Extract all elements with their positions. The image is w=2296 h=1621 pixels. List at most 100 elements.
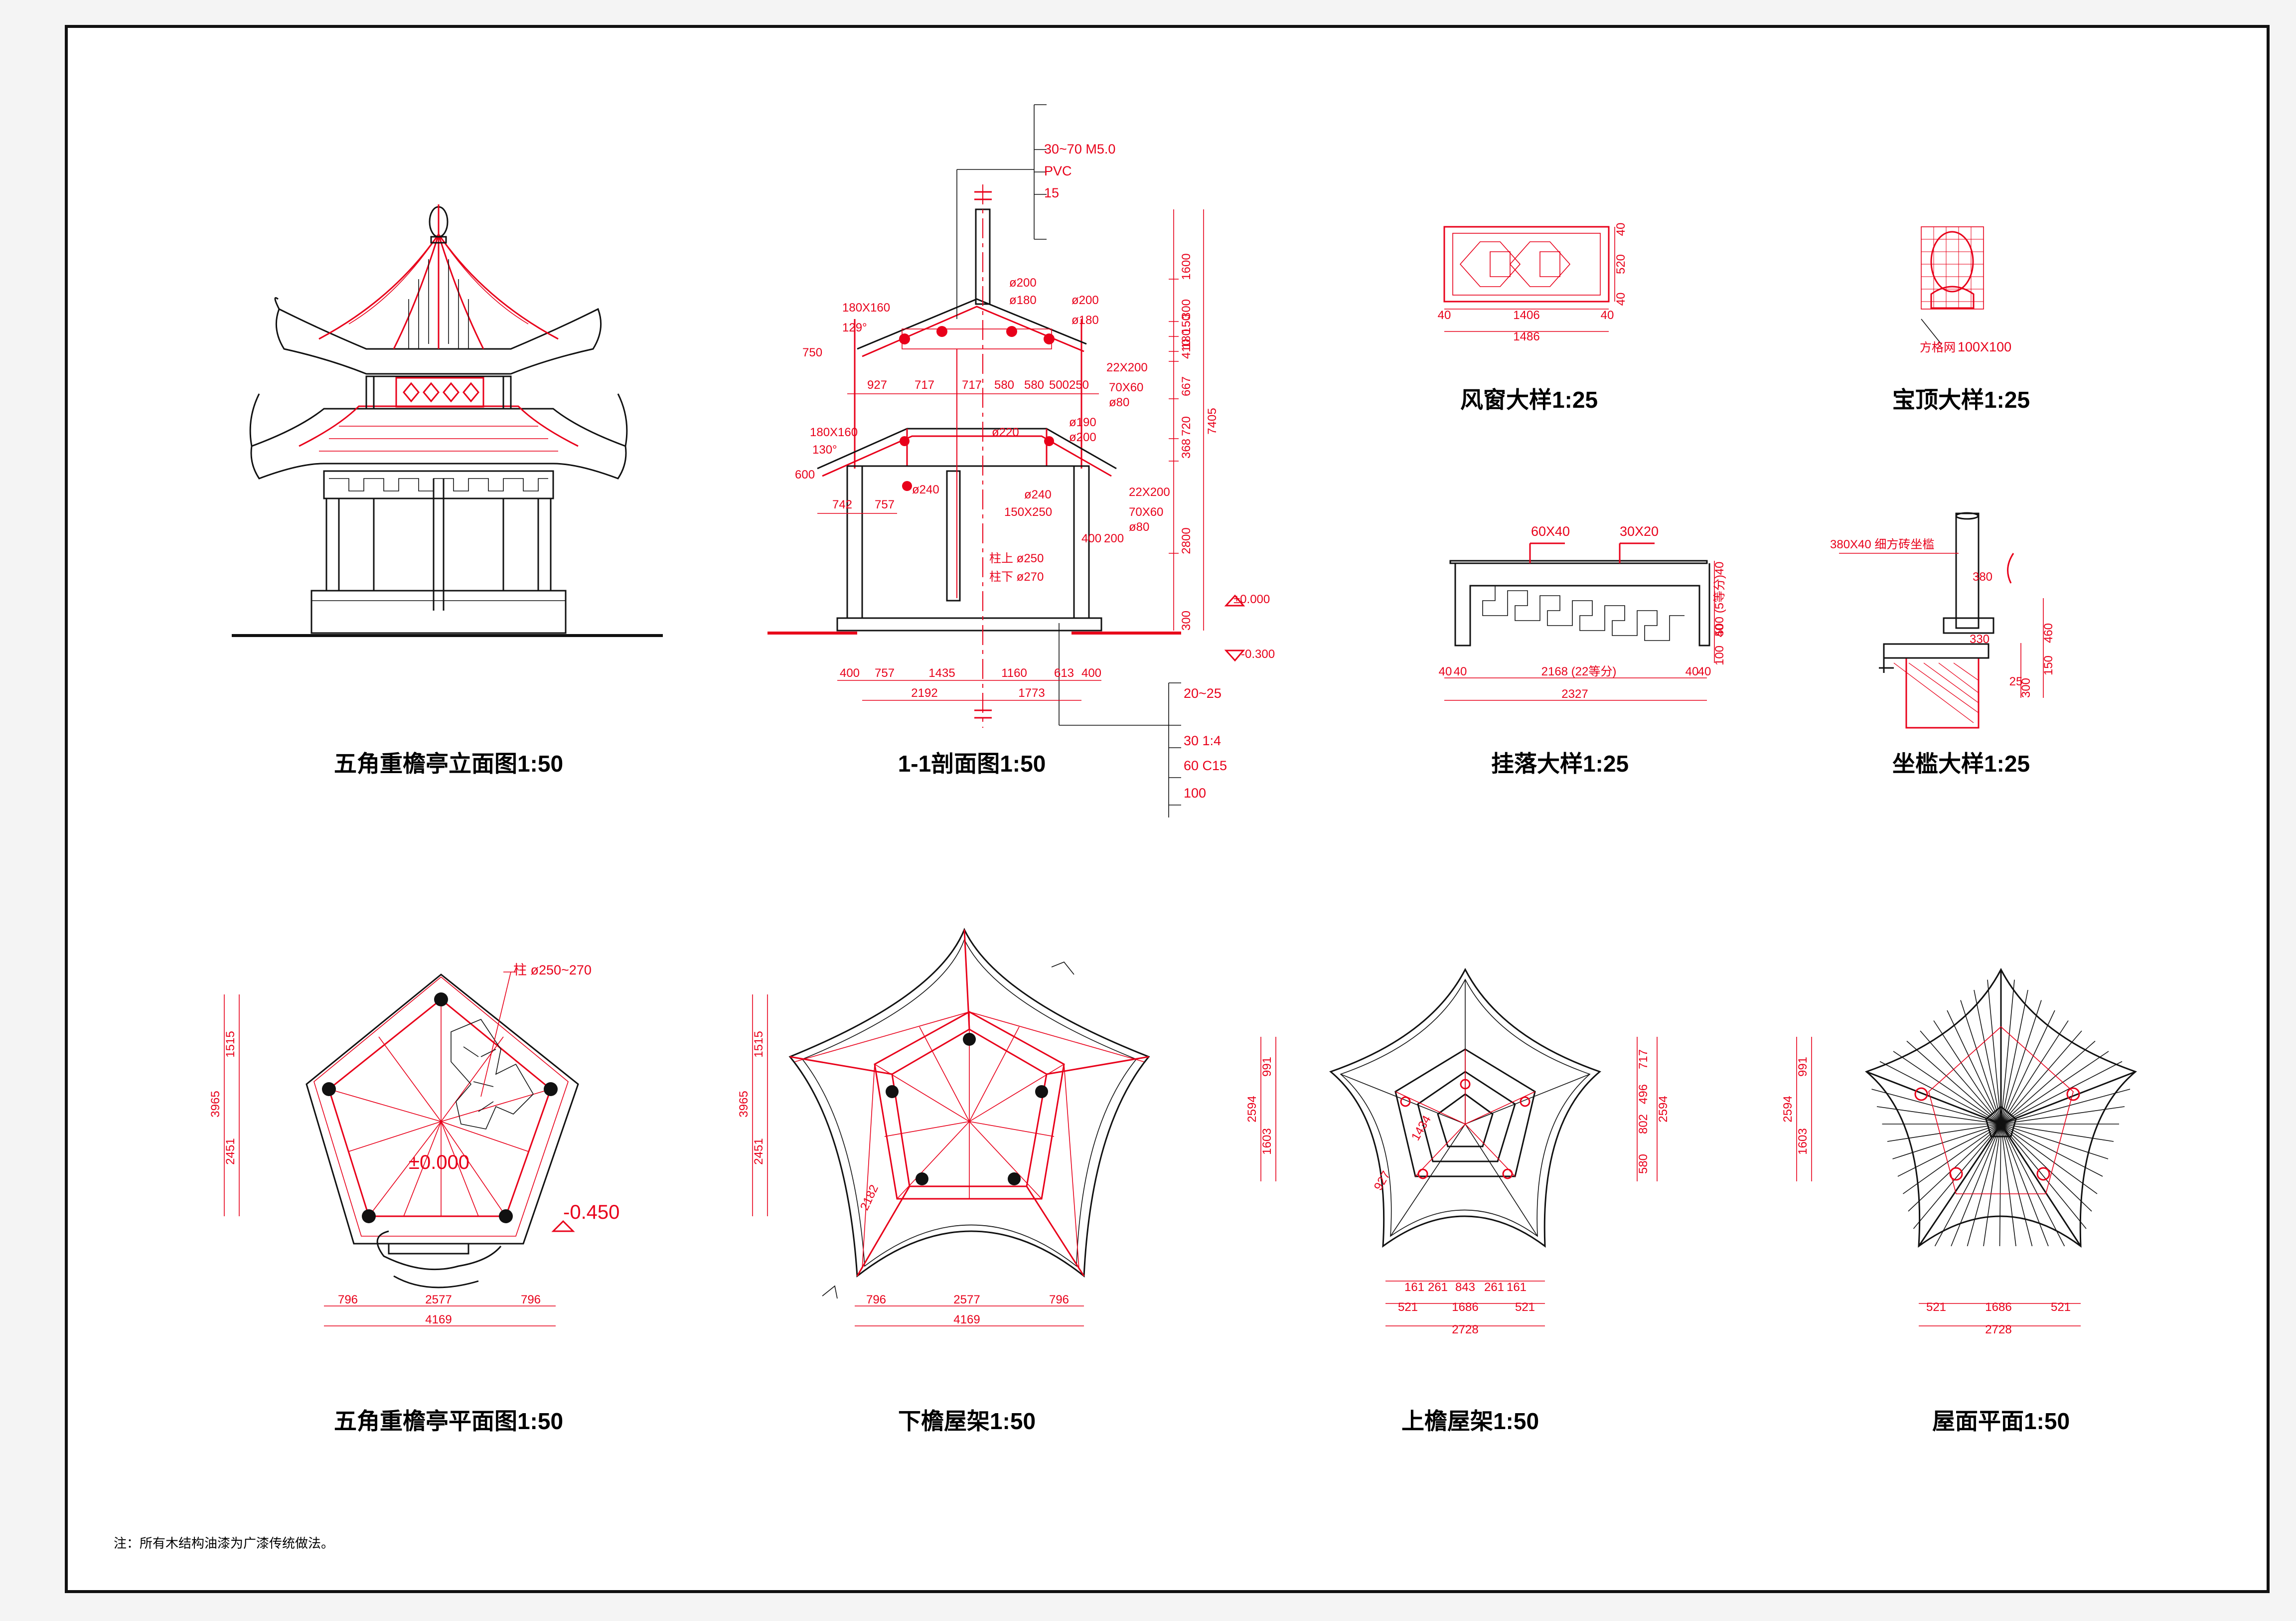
lower-frame-spoke-3 bbox=[897, 1121, 970, 1199]
lower-vdim-2: 3965 bbox=[737, 1091, 751, 1117]
roof-ridge-4 bbox=[1866, 1071, 2001, 1125]
section-hdim-base-0: 400 bbox=[840, 666, 860, 680]
plan-spoke-2 bbox=[441, 1121, 506, 1217]
upper-frame-spoke-7 bbox=[1465, 1124, 1516, 1177]
layer-bottom-4: 100 bbox=[1184, 786, 1206, 801]
section-hdim-upper-5: 500 bbox=[1049, 378, 1069, 392]
section-hdim-upper-2: 717 bbox=[962, 378, 982, 392]
title-roof-plan: 屋面平面1:50 bbox=[1932, 1408, 2070, 1434]
lower-hdim-3: 4169 bbox=[953, 1313, 980, 1326]
section-label-1: 129° bbox=[842, 321, 867, 334]
section-hdim-lower-1: 757 bbox=[875, 498, 895, 511]
roof-hatch-3-5 bbox=[1892, 1124, 2001, 1159]
section-vdim-1: 300 bbox=[1180, 299, 1193, 319]
roof-vdim-0: 991 bbox=[1796, 1057, 1810, 1077]
section-total-height: 7405 bbox=[1206, 408, 1219, 434]
drawing-note: 注：所有木结构油漆为广漆传统做法。 bbox=[114, 1536, 334, 1551]
section-label-24: 400 bbox=[1081, 532, 1101, 545]
seat-rail-label: 380X40 细方砖坐槛 bbox=[1830, 538, 1934, 551]
section-vdim-2: 150 bbox=[1180, 314, 1193, 334]
plan-hdim-3: 4169 bbox=[425, 1313, 452, 1326]
section-hdim-upper-6: 250 bbox=[1069, 378, 1089, 392]
plan-label-column: 柱 ø250~270 bbox=[513, 963, 592, 977]
frieze-dim-8: 40 bbox=[1713, 624, 1726, 638]
title-plan: 五角重檐亭平面图1:50 bbox=[334, 1408, 563, 1434]
vent-dim-4: 40 bbox=[1614, 223, 1628, 236]
upper-hdim-3: 261 bbox=[1484, 1281, 1504, 1294]
plan-spoke-3 bbox=[368, 1121, 442, 1217]
upper-vdim-right-3: 580 bbox=[1637, 1154, 1650, 1174]
upper-vdim-left-1: 1603 bbox=[1260, 1128, 1274, 1154]
section-hdim-base-2: 1435 bbox=[928, 666, 955, 680]
upper-hdim-1: 261 bbox=[1428, 1281, 1448, 1294]
section-label-19: 22X200 bbox=[1129, 486, 1170, 499]
upper-hdim-7: 521 bbox=[1515, 1300, 1535, 1314]
frieze-dim-4: 40 bbox=[1698, 665, 1711, 678]
roof-hatch-1-7 bbox=[2000, 1124, 2098, 1194]
roof-hatch-4-1 bbox=[1879, 1061, 2001, 1125]
seat-dim-4: 25 bbox=[2009, 675, 2023, 688]
section-label-5: ø200 bbox=[1071, 294, 1099, 307]
plan-spoke-9 bbox=[378, 1036, 442, 1122]
roof-hatch-2-3 bbox=[2000, 1124, 2033, 1247]
section-hdim-upper-0: 927 bbox=[867, 378, 887, 392]
roof-ridge-3 bbox=[1918, 1124, 2002, 1247]
lower-frame-spoke-5 bbox=[969, 1026, 1020, 1122]
roof-hatch-2-6 bbox=[1983, 1124, 2001, 1247]
plan-spoke-7 bbox=[403, 1121, 442, 1217]
roof-hatch-0-3 bbox=[2000, 1000, 2042, 1125]
roof-hatch-2-8 bbox=[1951, 1124, 2001, 1247]
pavilion-plan: 柱 ø250~270 ±0.000 -0.450 151524513965796… bbox=[209, 963, 619, 1326]
section-label-27: -0.300 bbox=[1241, 648, 1275, 661]
plan-label-level1: -0.450 bbox=[563, 1201, 619, 1223]
section-label-7: 22X200 bbox=[1106, 361, 1148, 374]
frieze-dim-2: 2168 (22等分) bbox=[1541, 665, 1617, 678]
section-hdim-upper-4: 580 bbox=[1024, 378, 1044, 392]
finial-detail: 方格网 100X100 bbox=[1920, 226, 2011, 354]
seat-dim-1: 330 bbox=[1970, 633, 1990, 646]
frieze-dim-9: 100 bbox=[1713, 646, 1726, 665]
section-vdim-7: 368 bbox=[1180, 439, 1193, 459]
section-hdim-total-0: 2192 bbox=[911, 686, 937, 700]
upper-vdim-left-2: 2594 bbox=[1245, 1096, 1259, 1122]
roof-hatch-2-4 bbox=[2000, 1124, 2016, 1247]
section-vdim-8: 2800 bbox=[1180, 527, 1193, 554]
roof-hatch-2-7 bbox=[1967, 1124, 2001, 1247]
roof-hatch-2-1 bbox=[2000, 1124, 2065, 1247]
lower-hdim-1: 2577 bbox=[953, 1293, 980, 1306]
roof-hatch-1-8 bbox=[2000, 1124, 2092, 1212]
vent-dim-0: 40 bbox=[1438, 309, 1451, 322]
section-label-20: 70X60 bbox=[1129, 505, 1163, 519]
lower-hdim-2: 796 bbox=[1049, 1293, 1069, 1306]
roof-hatch-4-6 bbox=[1947, 1010, 2001, 1125]
upper-hdim-8: 2728 bbox=[1452, 1323, 1478, 1336]
lower-frame-spoke-6 bbox=[919, 1026, 970, 1122]
upper-vdim-right-1: 496 bbox=[1637, 1084, 1650, 1104]
title-seat-rail: 坐槛大样1:25 bbox=[1892, 751, 2030, 777]
section-label-13: ø220 bbox=[992, 426, 1019, 439]
section-vdim-5: 667 bbox=[1180, 376, 1193, 396]
layer-bottom-3: 60 C15 bbox=[1184, 758, 1227, 773]
section-hdim-base-5: 400 bbox=[1081, 666, 1101, 680]
section-label-9: ø80 bbox=[1109, 396, 1129, 409]
plan-spoke-5 bbox=[441, 1121, 529, 1152]
layer-top-1: 30~70 M5.0 bbox=[1044, 142, 1115, 157]
section-label-14: ø190 bbox=[1069, 416, 1096, 429]
seat-dim-0: 380 bbox=[1973, 570, 1992, 584]
section-label-23: 柱下 ø270 bbox=[989, 570, 1044, 584]
frieze-label-30x20: 30X20 bbox=[1620, 524, 1659, 539]
plan-label-level0: ±0.000 bbox=[409, 1151, 469, 1173]
vent-dim-2: 40 bbox=[1601, 309, 1614, 322]
roof-hatch-3-1 bbox=[1913, 1124, 2001, 1229]
plan-hdim-0: 796 bbox=[338, 1293, 358, 1306]
seat-dim-5: 300 bbox=[2019, 678, 2033, 698]
plan-vdim-0: 1515 bbox=[224, 1031, 237, 1057]
section-label-12: 600 bbox=[795, 468, 815, 482]
roof-hatch-0-8 bbox=[2000, 1051, 2109, 1125]
roof-hatch-4-8 bbox=[1974, 989, 2001, 1125]
vent-dim-5: 520 bbox=[1614, 254, 1628, 274]
